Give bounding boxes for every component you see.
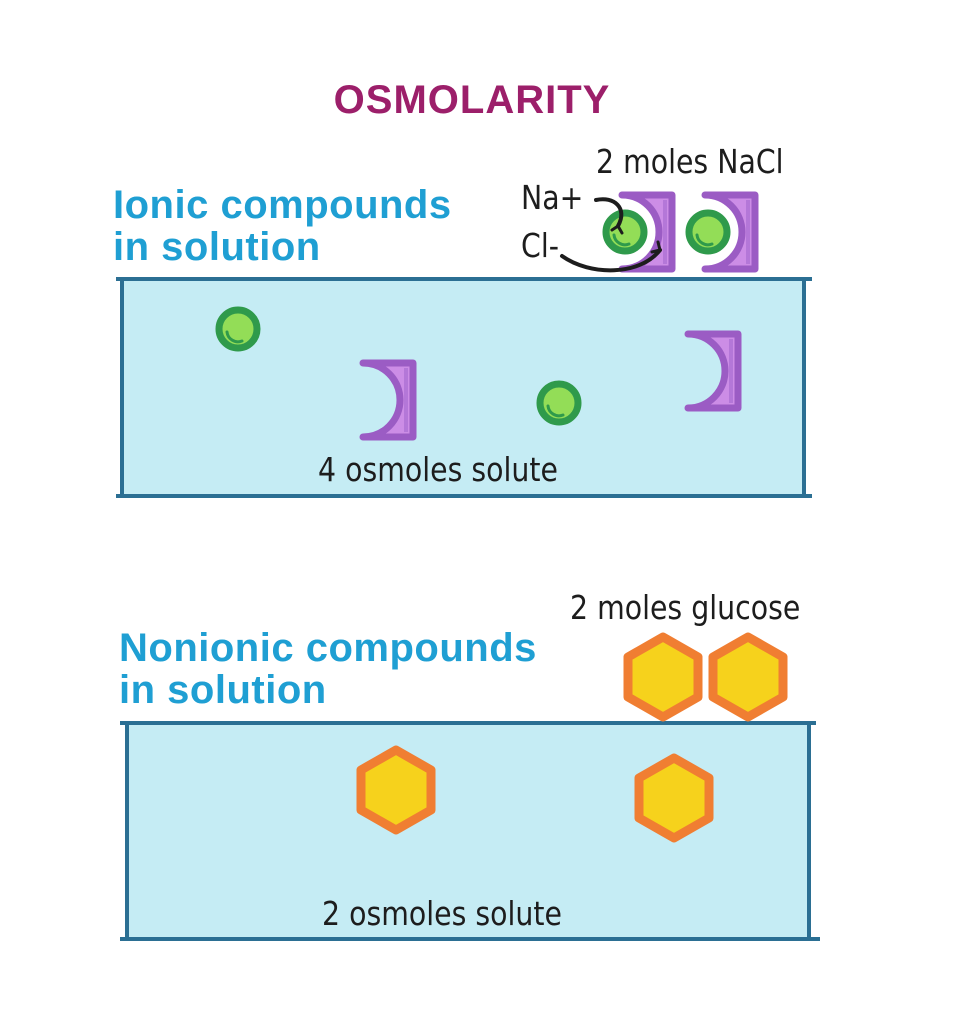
nacl-unit-2	[689, 195, 755, 269]
sodium-label: Na+	[521, 178, 584, 217]
sodium-ion-icon	[606, 213, 644, 251]
sodium-ion-icon	[219, 310, 257, 348]
ionic-heading: Ionic compounds in solution	[113, 184, 452, 268]
sodium-ion-icon	[540, 384, 578, 422]
arrow-icon	[560, 248, 662, 273]
ionic-heading-line1: Ionic compounds	[113, 183, 452, 227]
nacl-unit-1	[606, 195, 672, 269]
nonionic-result-label: 2 osmoles solute	[322, 894, 563, 933]
glucose-molecule-icon	[628, 637, 698, 717]
arrow-icon	[594, 197, 624, 228]
nacl-label: 2 moles NaCl	[596, 142, 784, 181]
ionic-heading-line2: in solution	[113, 225, 321, 269]
chloride-label: Cl-	[521, 226, 559, 265]
sodium-ion-icon	[689, 213, 727, 251]
glucose-label: 2 moles glucose	[570, 588, 801, 627]
glucose-molecule-icon	[361, 750, 431, 830]
nonionic-heading: Nonionic compounds in solution	[119, 627, 537, 711]
glucose-molecule-icon	[713, 637, 783, 717]
nonionic-heading-line2: in solution	[119, 668, 327, 712]
glucose-molecule-icon	[639, 758, 709, 838]
ionic-result-label: 4 osmoles solute	[318, 450, 559, 489]
page-title: OSMOLARITY	[333, 78, 611, 122]
nonionic-heading-line1: Nonionic compounds	[119, 626, 537, 670]
